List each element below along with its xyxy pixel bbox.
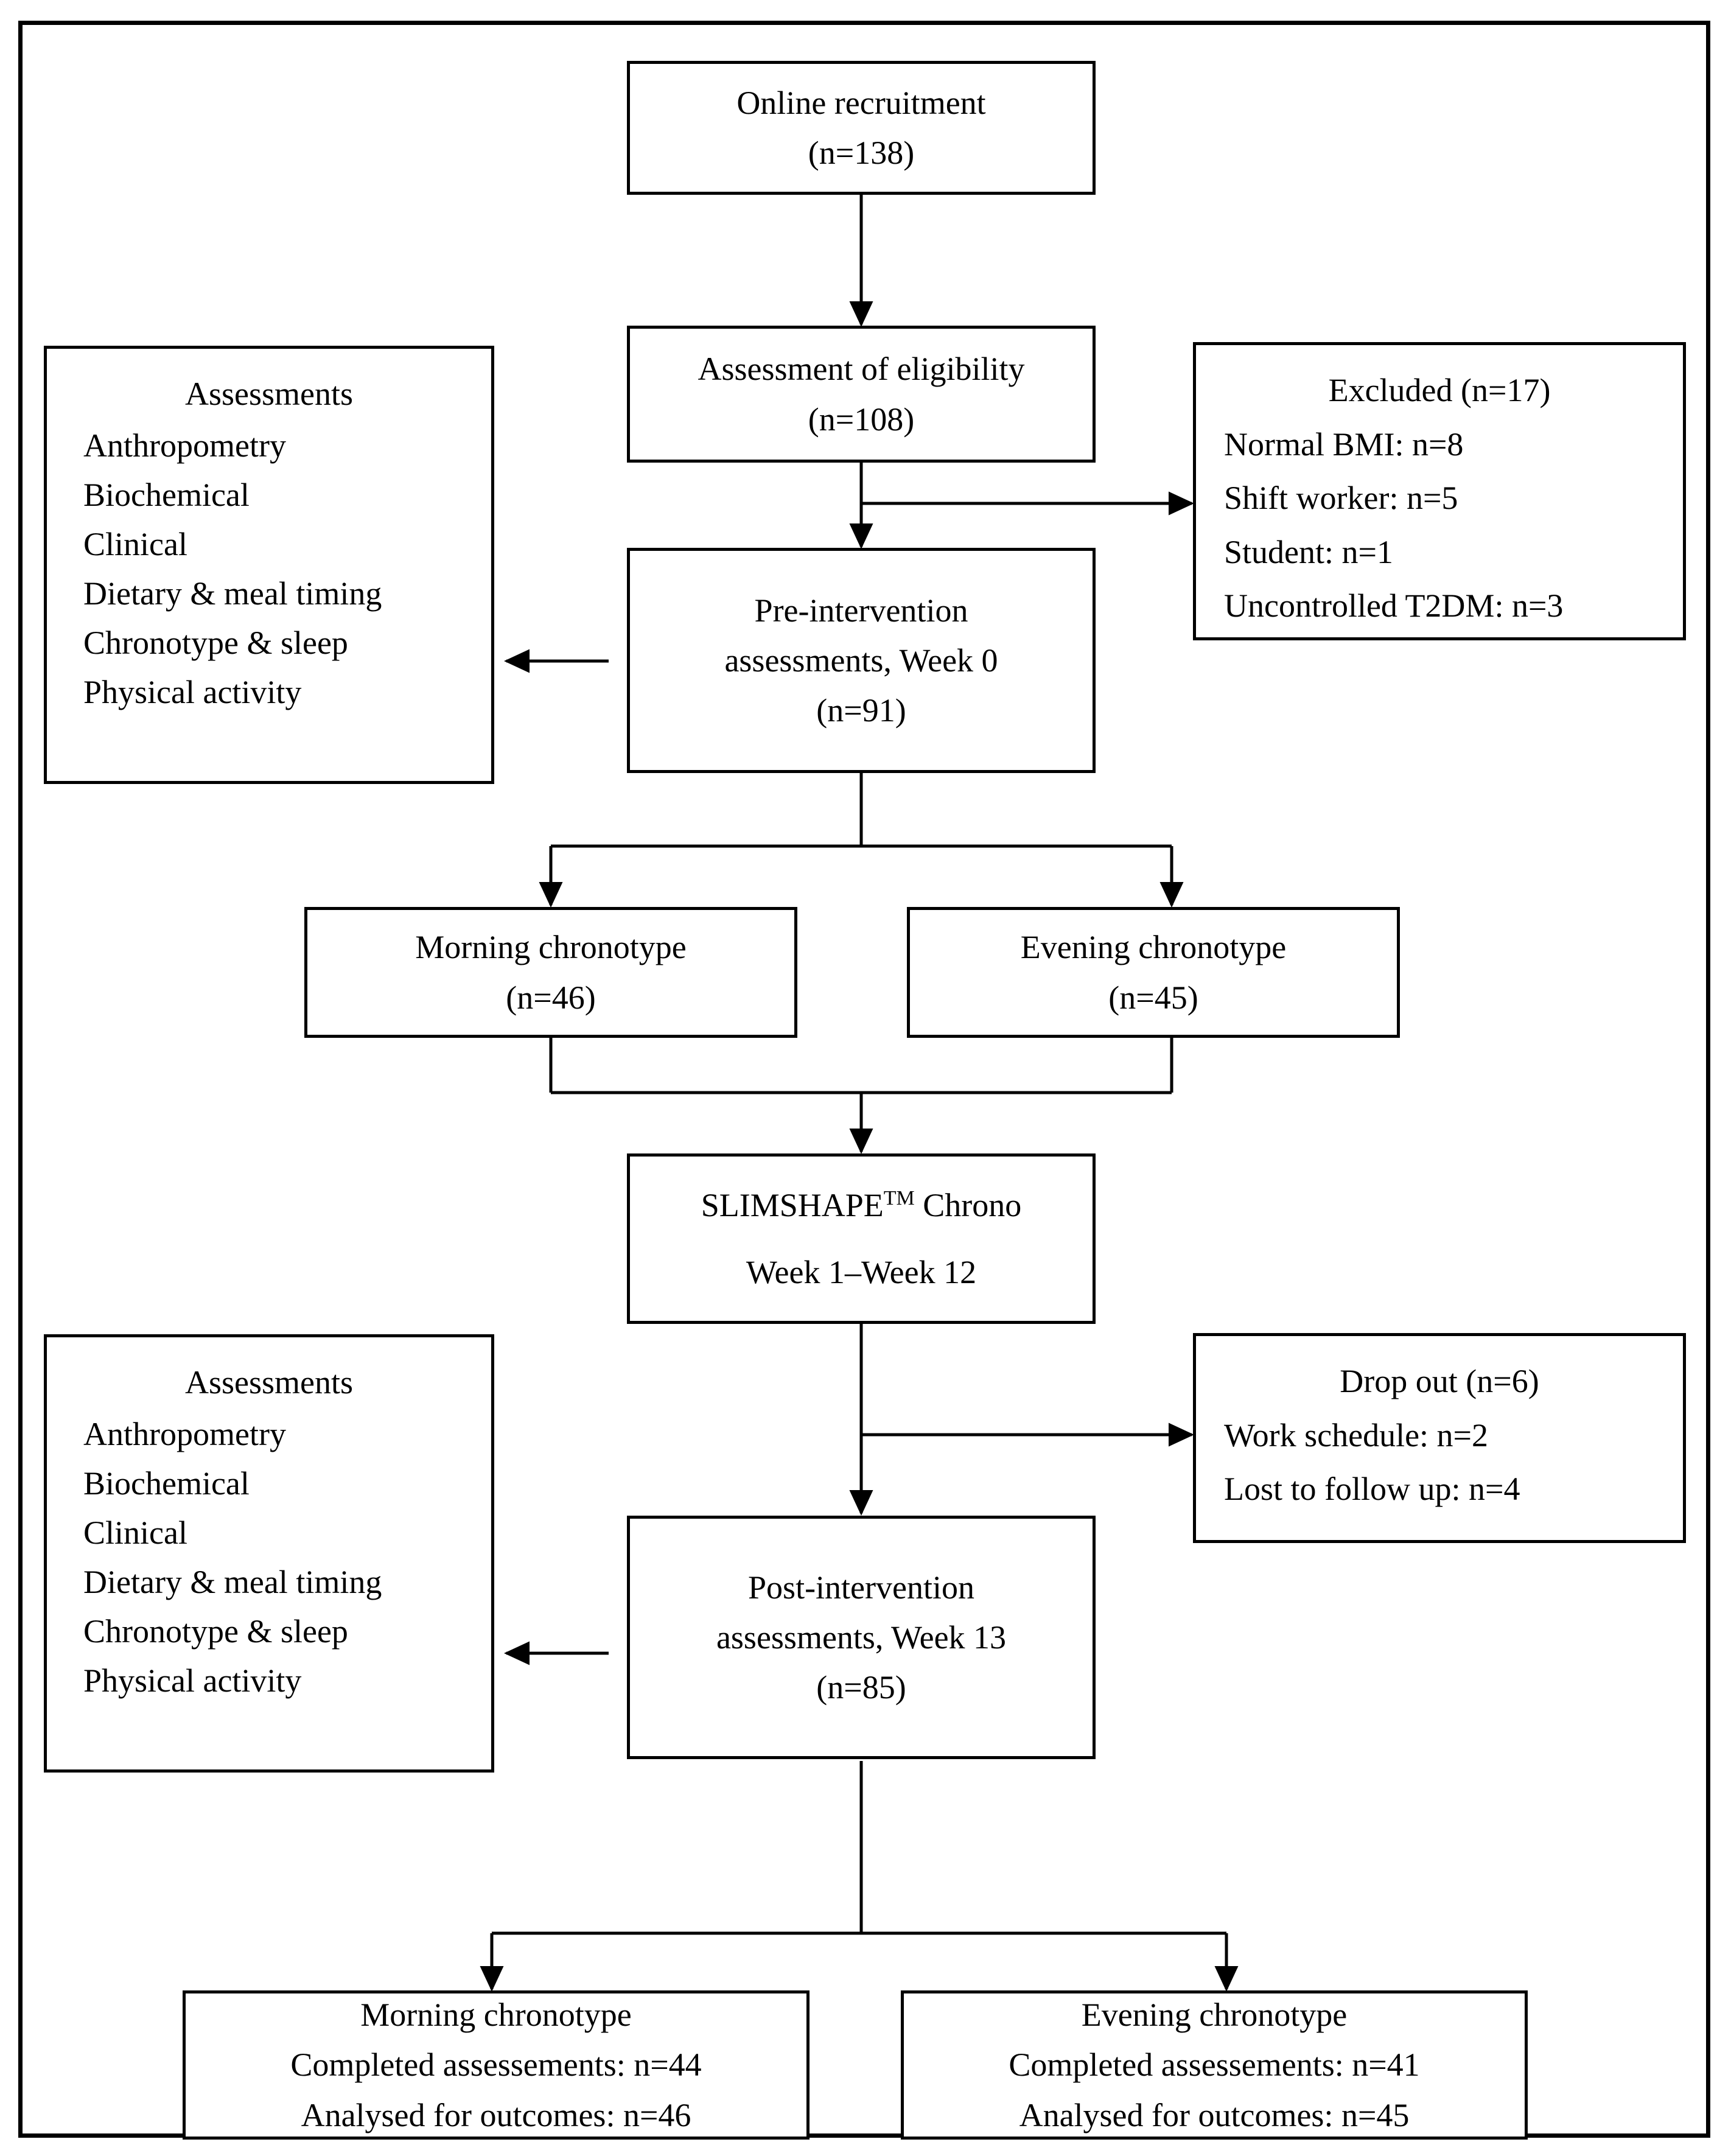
assessment-eligibility-line-2: (n=108) [808,401,915,438]
drop-out-item-work-schedule: Work schedule: n=2 [1224,1416,1489,1454]
excluded-item-shift-worker: Shift worker: n=5 [1224,480,1458,517]
assessments-post-item-chronotype: Chronotype & sleep [83,1613,348,1650]
pre-intervention-line-1: Pre-intervention [754,592,968,629]
assessments-pre-item-anthropometry: Anthropometry [83,427,286,464]
post-intervention-line-3: (n=85) [816,1669,906,1706]
intervention-brand-text: SLIMSHAPE [701,1186,884,1223]
pre-intervention-line-2: assessments, Week 0 [724,642,998,679]
trademark-icon: TM [883,1186,915,1209]
online-recruitment-line-1: Online recruitment [736,84,986,121]
assessment-eligibility-line-1: Assessment of eligibility [698,351,1025,388]
node-pre-intervention[interactable]: Pre-intervention assessments, Week 0 (n=… [627,548,1096,773]
node-assessments-post[interactable]: Assessments Anthropometry Biochemical Cl… [44,1334,494,1773]
assessments-post-item-dietary: Dietary & meal timing [83,1564,382,1600]
node-morning-chronotype-pre[interactable]: Morning chronotype (n=46) [304,907,797,1038]
morning-chronotype-pre-line-2: (n=46) [506,979,596,1016]
excluded-item-normal-bmi: Normal BMI: n=8 [1224,425,1464,463]
drop-out-title: Drop out (n=6) [1340,1363,1539,1399]
node-excluded[interactable]: Excluded (n=17) Normal BMI: n=8 Shift wo… [1193,342,1686,640]
node-assessment-eligibility[interactable]: Assessment of eligibility (n=108) [627,326,1096,463]
excluded-title: Excluded (n=17) [1328,372,1551,408]
excluded-item-student: Student: n=1 [1224,533,1393,570]
evening-chronotype-pre-line-2: (n=45) [1108,979,1198,1016]
intervention-duration: Week 1–Week 12 [746,1254,977,1290]
pre-intervention-line-3: (n=91) [816,692,906,729]
drop-out-item-lost-to-follow-up: Lost to follow up: n=4 [1224,1471,1520,1508]
assessments-pre-item-biochemical: Biochemical [83,477,250,513]
morning-chronotype-post-line-3: Analysed for outcomes: n=46 [301,2096,691,2133]
post-intervention-line-2: assessments, Week 13 [716,1619,1007,1656]
node-intervention[interactable]: SLIMSHAPETM Chrono Week 1–Week 12 [627,1153,1096,1324]
assessments-post-item-anthropometry: Anthropometry [83,1416,286,1452]
intervention-brand: SLIMSHAPETM Chrono [630,1180,1093,1230]
morning-chronotype-post-line-2: Completed assessements: n=44 [290,2046,702,2084]
assessments-pre-item-physical-activity: Physical activity [83,674,302,710]
online-recruitment-line-2: (n=138) [808,135,915,171]
assessments-pre-item-dietary: Dietary & meal timing [83,575,382,612]
assessments-pre-item-clinical: Clinical [83,526,187,562]
evening-chronotype-pre-line-1: Evening chronotype [1020,929,1287,966]
node-assessments-pre[interactable]: Assessments Anthropometry Biochemical Cl… [44,346,494,784]
assessments-post-item-biochemical: Biochemical [83,1465,250,1502]
node-drop-out[interactable]: Drop out (n=6) Work schedule: n=2 Lost t… [1193,1333,1686,1543]
assessments-post-title: Assessments [184,1364,353,1401]
node-evening-chronotype-pre[interactable]: Evening chronotype (n=45) [907,907,1400,1038]
figure-border [18,21,1710,2138]
intervention-brand-suffix: Chrono [914,1186,1022,1223]
morning-chronotype-pre-line-1: Morning chronotype [415,929,687,966]
post-intervention-line-1: Post-intervention [748,1569,974,1606]
morning-chronotype-post-line-1: Morning chronotype [360,1997,632,2034]
assessments-pre-item-chronotype: Chronotype & sleep [83,625,348,661]
assessments-pre-title: Assessments [184,376,353,412]
evening-chronotype-post-line-3: Analysed for outcomes: n=45 [1019,2096,1410,2133]
node-evening-chronotype-post[interactable]: Evening chronotype Completed assessement… [901,1990,1528,2140]
evening-chronotype-post-line-1: Evening chronotype [1081,1997,1348,2034]
excluded-item-uncontrolled-t2dm: Uncontrolled T2DM: n=3 [1224,587,1564,625]
node-morning-chronotype-post[interactable]: Morning chronotype Completed assessement… [183,1990,810,2140]
evening-chronotype-post-line-2: Completed assessements: n=41 [1009,2046,1420,2084]
assessments-post-item-clinical: Clinical [83,1514,187,1551]
assessments-post-item-physical-activity: Physical activity [83,1662,302,1699]
node-post-intervention[interactable]: Post-intervention assessments, Week 13 (… [627,1516,1096,1759]
node-online-recruitment[interactable]: Online recruitment (n=138) [627,61,1096,195]
